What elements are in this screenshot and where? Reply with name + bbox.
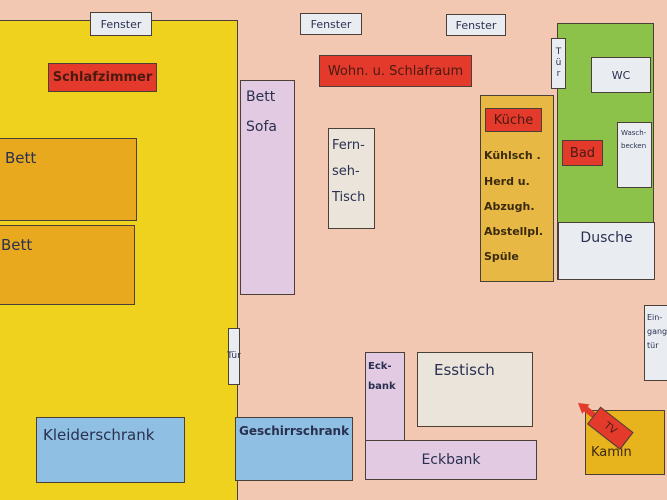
bedroom-label: Schlafzimmer <box>48 63 157 92</box>
kitchen-label: Küche <box>485 108 542 132</box>
window-1: Fenster <box>90 12 152 36</box>
bath-label: Bad <box>562 140 603 166</box>
bed-1: Bett <box>0 138 137 221</box>
tv-table: Fern-seh-Tisch <box>328 128 375 229</box>
dining-table: Esstisch <box>417 352 533 427</box>
kitchen: Küche Kühlsch . Herd u. Abzugh. Abstellp… <box>480 95 554 282</box>
shower: Dusche <box>558 222 655 280</box>
wardrobe: Kleiderschrank <box>36 417 185 483</box>
corner-bench-vertical: Eck-bank <box>365 352 405 442</box>
window-3: Fenster <box>446 14 506 36</box>
living-label: Wohn. u. Schlafraum <box>319 55 472 87</box>
bed-2: Bett <box>0 225 135 305</box>
wc: WC <box>591 57 651 93</box>
bedroom-door: Tür <box>227 328 241 385</box>
dish-cupboard: Geschirrschrank <box>235 417 353 481</box>
sink: Wasch-becken <box>617 122 652 188</box>
window-2: Fenster <box>300 13 362 35</box>
corner-bench-horizontal: Eckbank <box>365 440 537 480</box>
fireplace: Kamin <box>585 410 665 475</box>
